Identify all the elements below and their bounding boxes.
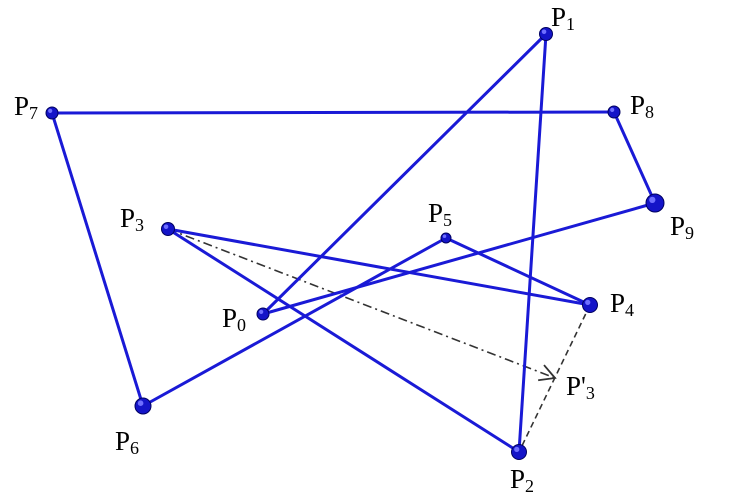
vertex-highlight-p5 <box>442 234 447 238</box>
vertex-highlight-p1 <box>541 29 547 34</box>
vertex-p5 <box>440 232 452 244</box>
construction-p4-p2 <box>518 304 591 453</box>
label-p3: P3 <box>120 203 145 235</box>
vertex-highlight-p6 <box>137 400 144 407</box>
vertex-p0 <box>256 307 270 321</box>
label-p6: P6 <box>115 426 140 458</box>
edge-p7-p8 <box>50 110 616 115</box>
vertex-p6 <box>134 397 152 415</box>
edge-p9-p0 <box>261 201 657 316</box>
edge-p2-p3 <box>166 227 521 454</box>
construction-p3-p3p <box>167 228 556 379</box>
vertex-highlight-p2 <box>514 446 520 452</box>
label-p0: P0 <box>222 303 247 335</box>
edge-p6-p7 <box>50 111 145 408</box>
edge-p3-p4 <box>166 227 592 307</box>
vertex-p8 <box>607 105 621 119</box>
vertex-highlight-p0 <box>259 309 264 314</box>
vertex-p2 <box>511 444 527 460</box>
vertex-p4 <box>582 297 598 313</box>
vertex-highlight-p4 <box>585 299 591 305</box>
edge-p1-p2 <box>517 32 548 454</box>
label-p9: P9 <box>670 211 695 243</box>
edge-p8-p9 <box>612 110 657 205</box>
edge-p0-p1 <box>261 32 548 316</box>
vertex-p9 <box>645 193 665 213</box>
vertex-highlight-p3 <box>163 224 169 230</box>
edge-p5-p6 <box>141 236 448 408</box>
label-p4: P4 <box>610 288 635 320</box>
edge-p4-p5 <box>444 236 592 307</box>
polygon-vertices <box>45 27 665 460</box>
vertex-highlight-p7 <box>48 108 53 113</box>
label-p8: P8 <box>630 90 655 122</box>
vertex-p3 <box>161 222 175 236</box>
vertex-p7 <box>45 106 59 120</box>
label-p7: P7 <box>14 91 39 123</box>
label-p3-prime: P'3 <box>566 371 595 403</box>
vertex-highlight-p8 <box>610 107 615 112</box>
label-p1: P1 <box>551 2 576 34</box>
construction-lines <box>167 228 591 453</box>
polygon-edges <box>50 32 657 454</box>
label-p2: P2 <box>510 464 535 496</box>
label-p5: P5 <box>428 198 453 230</box>
vertex-highlight-p9 <box>649 196 656 204</box>
